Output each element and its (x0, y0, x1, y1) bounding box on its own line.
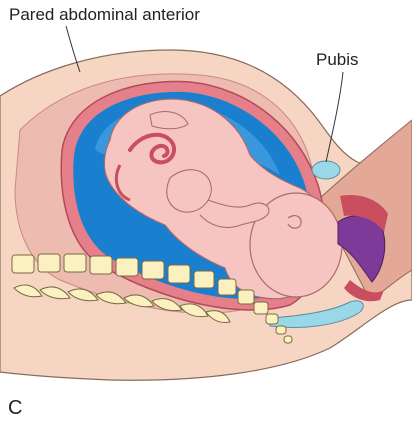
pubis-label: Pubis (316, 51, 359, 68)
panel-letter: C (8, 398, 22, 418)
pubis-bone (312, 161, 340, 179)
abdominal-wall-label: Pared abdominal anterior (9, 6, 200, 23)
